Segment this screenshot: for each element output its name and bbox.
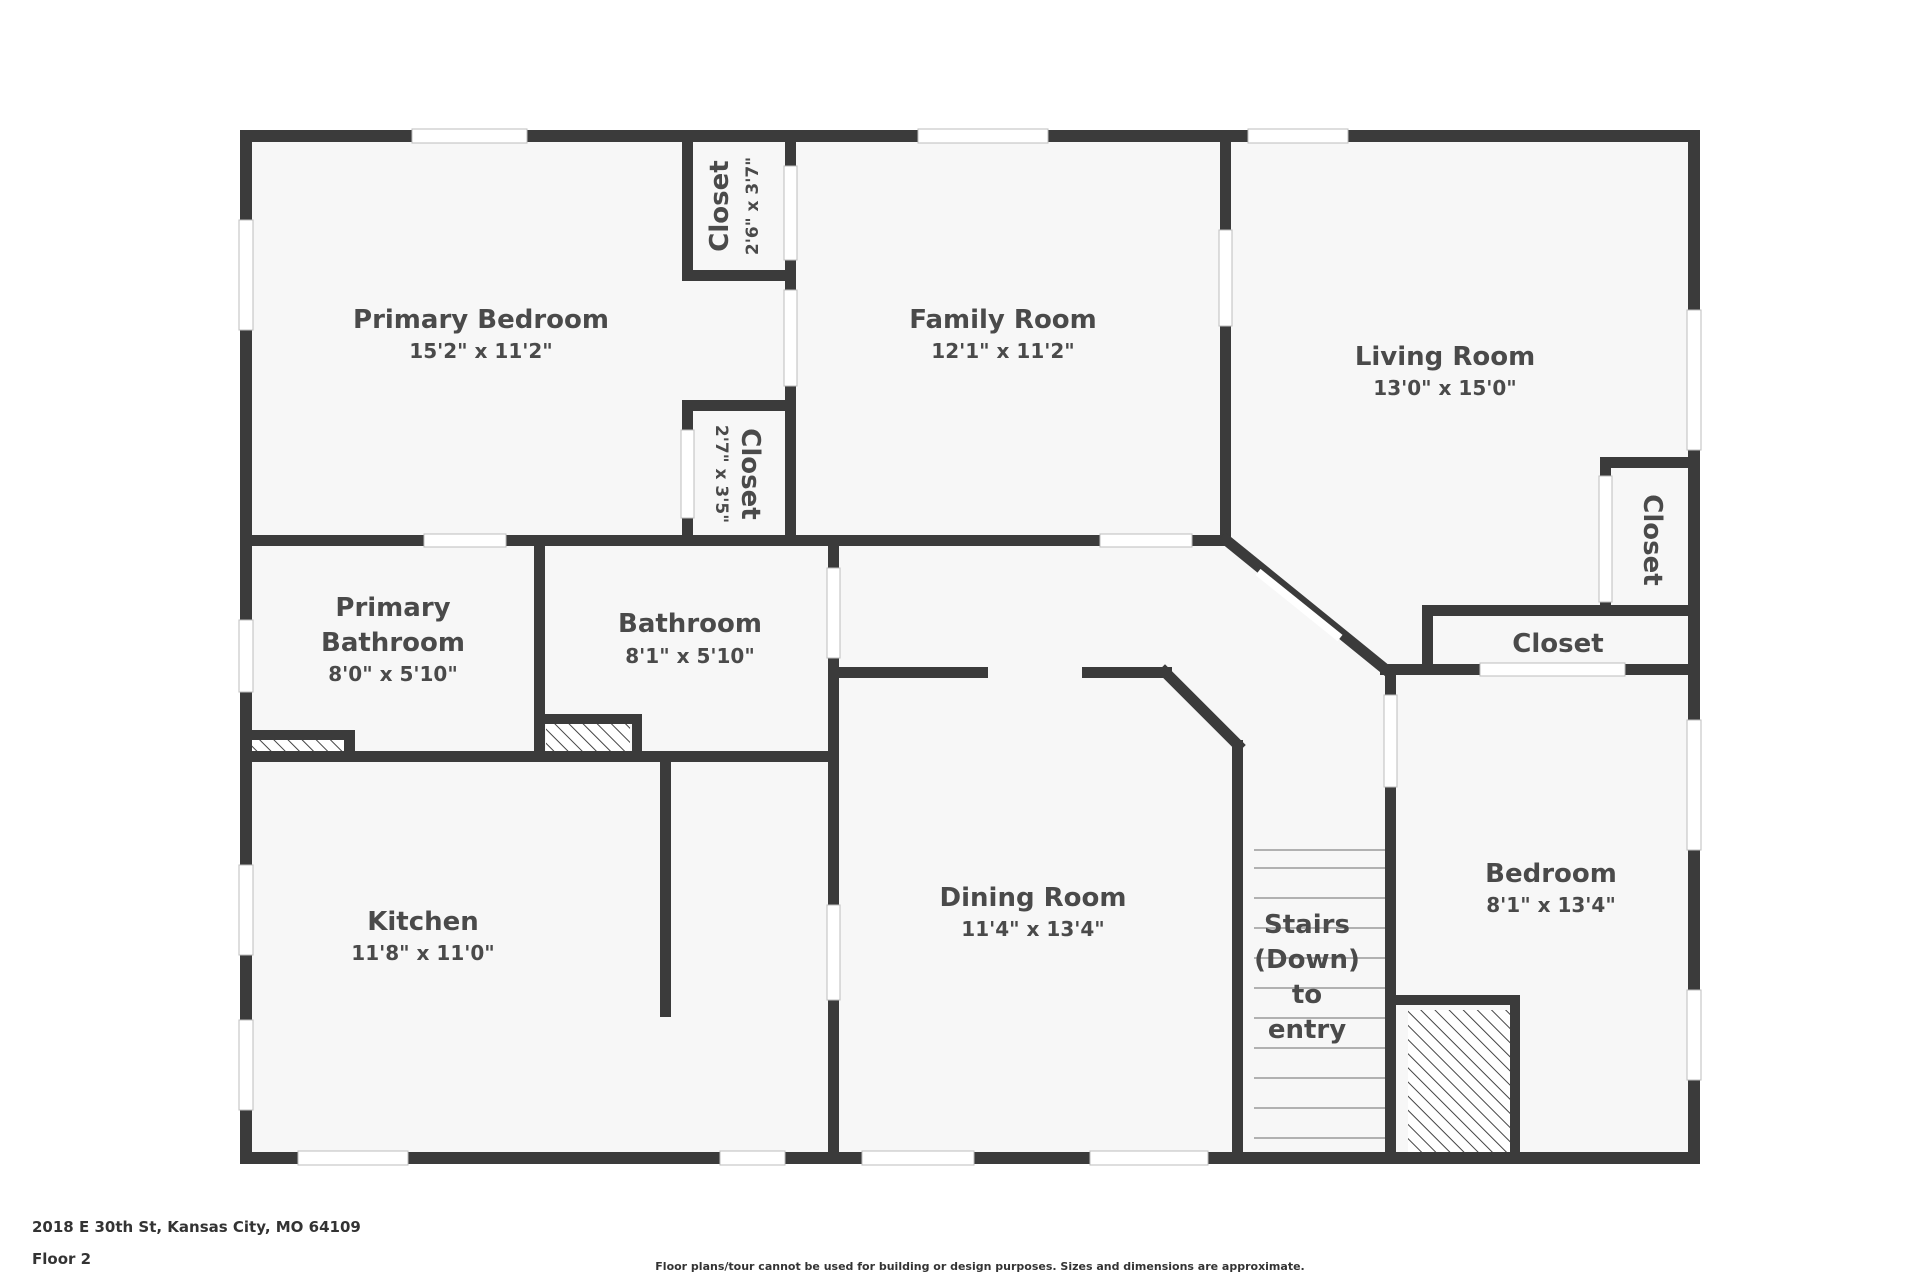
living-room-dims: 13'0" x 15'0" — [1373, 376, 1516, 400]
floor-label: Floor 2 — [32, 1250, 92, 1268]
dining-room-name: Dining Room — [940, 883, 1127, 913]
hatched-fixture-primary-bath — [252, 740, 344, 752]
closet-mid-name: Closet — [735, 428, 765, 519]
primary-bathroom-dims: 8'0" x 5'10" — [328, 662, 458, 686]
stairs-label-1: Stairs — [1264, 910, 1350, 940]
stairs-label-4: entry — [1268, 1015, 1346, 1045]
windows — [238, 128, 1702, 1166]
primary-bathroom-name-2: Bathroom — [321, 628, 465, 658]
diagonal-window — [1255, 568, 1343, 642]
closet-living-name: Closet — [1637, 494, 1667, 585]
bedroom-name: Bedroom — [1485, 859, 1617, 889]
dining-room-dims: 11'4" x 13'4" — [961, 917, 1104, 941]
floor-area — [240, 130, 1700, 1162]
closet-top-dims: 2'6" x 3'7" — [743, 157, 763, 255]
disclaimer-text: Floor plans/tour cannot be used for buil… — [655, 1260, 1305, 1273]
bathroom-name: Bathroom — [618, 609, 762, 639]
stairs-label-3: to — [1292, 980, 1322, 1010]
family-room-dims: 12'1" x 11'2" — [931, 339, 1074, 363]
kitchen-dims: 11'8" x 11'0" — [351, 941, 494, 965]
closet-hall-name: Closet — [1512, 629, 1603, 659]
closet-mid-dims: 2'7" x 3'5" — [711, 425, 731, 523]
hatched-fixture-bath — [546, 724, 630, 752]
bathroom-dims: 8'1" x 5'10" — [625, 644, 755, 668]
address-text: 2018 E 30th St, Kansas City, MO 64109 — [32, 1218, 361, 1236]
diagonal-walls — [1157, 532, 1393, 753]
closet-top-name: Closet — [705, 160, 735, 251]
primary-bathroom-name-1: Primary — [335, 593, 450, 623]
stairs-label-2: (Down) — [1254, 945, 1360, 975]
living-room-name: Living Room — [1355, 342, 1535, 372]
stairs-treads — [1254, 849, 1394, 1139]
primary-bedroom-dims: 15'2" x 11'2" — [409, 339, 552, 363]
hatched-fixture-bedroom — [1408, 1010, 1518, 1152]
bedroom-dims: 8'1" x 13'4" — [1486, 893, 1616, 917]
primary-bedroom-name: Primary Bedroom — [353, 305, 609, 335]
kitchen-name: Kitchen — [367, 907, 479, 937]
family-room-name: Family Room — [909, 305, 1097, 335]
